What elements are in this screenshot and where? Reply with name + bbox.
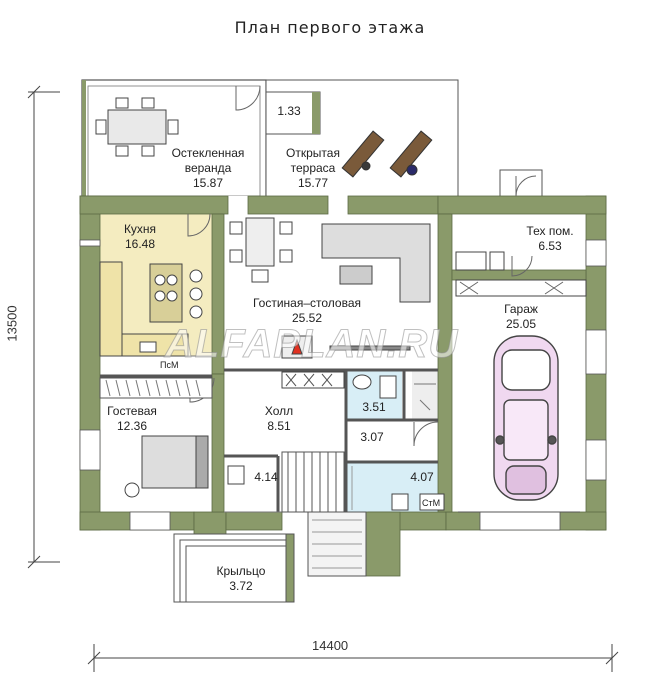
- stairs: [281, 451, 367, 577]
- bathroom-fixtures: [352, 374, 436, 411]
- tech-area: 6.53: [538, 239, 562, 253]
- garage-area: 25.05: [505, 317, 537, 331]
- guest-bed: [124, 435, 209, 498]
- deck-chairs: [341, 130, 433, 178]
- veranda-area: 15.87: [192, 176, 224, 190]
- living-area: 25.52: [291, 311, 323, 325]
- room-terrace: Открытая терраса 15.77: [268, 146, 358, 191]
- porch: [173, 533, 295, 603]
- bath-area: 3.51: [362, 400, 386, 414]
- room-tech: Тех пом. 6.53: [510, 224, 590, 254]
- room-bath: 3.51: [354, 400, 394, 415]
- stove: [227, 465, 245, 485]
- terrace-name: Открытая терраса: [286, 146, 340, 175]
- dimension-lines: [27, 85, 619, 672]
- washer-tag: СтМ: [422, 498, 441, 508]
- kitchen-island: [99, 261, 203, 357]
- dining-table: [229, 217, 293, 283]
- utility-area: 4.07: [410, 470, 434, 484]
- room-porch: Крыльцо 3.72: [206, 564, 276, 594]
- room-storage: 1.33: [266, 104, 312, 119]
- dishwasher-tag: ПсМ: [160, 360, 179, 370]
- sofa: [321, 223, 431, 303]
- guest-name: Гостевая: [107, 404, 157, 418]
- hall-name: Холл: [264, 404, 294, 418]
- tech-equipment: [455, 251, 587, 297]
- car: [493, 335, 559, 501]
- storage-area: 1.33: [277, 104, 301, 118]
- wardrobe-living: [281, 371, 345, 389]
- kitchen-name: Кухня: [123, 222, 157, 236]
- partitions: [100, 368, 438, 512]
- dimension-height: 13500: [4, 305, 20, 342]
- plan-title: План первого этажа: [234, 18, 426, 37]
- room-hall: Холл 8.51: [252, 404, 306, 434]
- hall-area: 8.51: [267, 419, 291, 433]
- veranda-dining-table: [95, 97, 179, 157]
- porch-area: 3.72: [229, 579, 253, 593]
- tech-name: Тех пом.: [526, 224, 574, 238]
- watermark: ALFAPLAN.RU: [164, 322, 459, 367]
- room-kitchen: Кухня 16.48: [110, 222, 170, 252]
- room-utility: 4.07: [402, 470, 442, 485]
- terrace-area: 15.77: [297, 176, 329, 190]
- guest-wardrobe: [99, 377, 213, 399]
- fireplace: [281, 335, 411, 359]
- stair-area: 4.14: [254, 470, 278, 484]
- tech-entry: [499, 169, 543, 201]
- room-garage: Гараж 25.05: [486, 302, 556, 332]
- room-veranda: Остекленная веранда 15.87: [158, 146, 258, 191]
- corridor-area: 3.07: [360, 430, 384, 444]
- dimension-width: 14400: [312, 638, 349, 653]
- garage-name: Гараж: [504, 302, 538, 316]
- room-stair: 4.14: [246, 470, 286, 485]
- windows: [79, 239, 607, 531]
- guest-area: 12.36: [116, 419, 148, 433]
- kitchen-area: 16.48: [124, 237, 156, 251]
- door-swings: [187, 85, 537, 447]
- veranda-name: Остекленная веранда: [171, 146, 245, 175]
- room-guest: Гостевая 12.36: [100, 404, 164, 434]
- living-name: Гостиная–столовая: [252, 296, 362, 310]
- room-living: Гостиная–столовая 25.52: [222, 296, 392, 326]
- room-corridor: 3.07: [350, 430, 394, 445]
- utility-fixtures: [351, 466, 445, 511]
- porch-name: Крыльцо: [216, 564, 266, 578]
